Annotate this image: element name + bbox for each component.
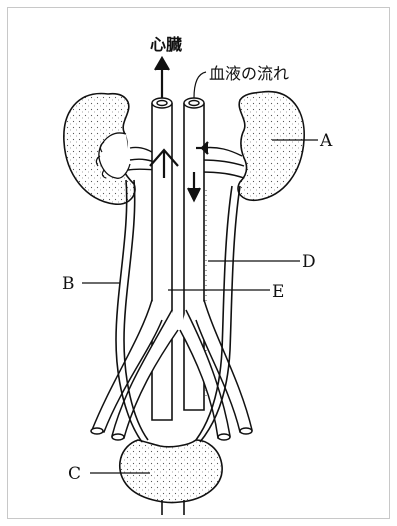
- label-blood-flow: 血液の流れ: [209, 64, 289, 83]
- left-kidney: [64, 94, 135, 205]
- vessel-openings: [152, 98, 204, 108]
- right-kidney: [238, 92, 304, 201]
- bladder: [120, 440, 222, 515]
- label-heart: 心臓: [150, 35, 182, 54]
- label-d: D: [302, 252, 316, 272]
- label-a: A: [319, 131, 333, 151]
- label-c: C: [68, 464, 81, 484]
- label-b: B: [62, 274, 75, 294]
- label-e: E: [272, 282, 284, 302]
- great-vessels: [152, 103, 204, 420]
